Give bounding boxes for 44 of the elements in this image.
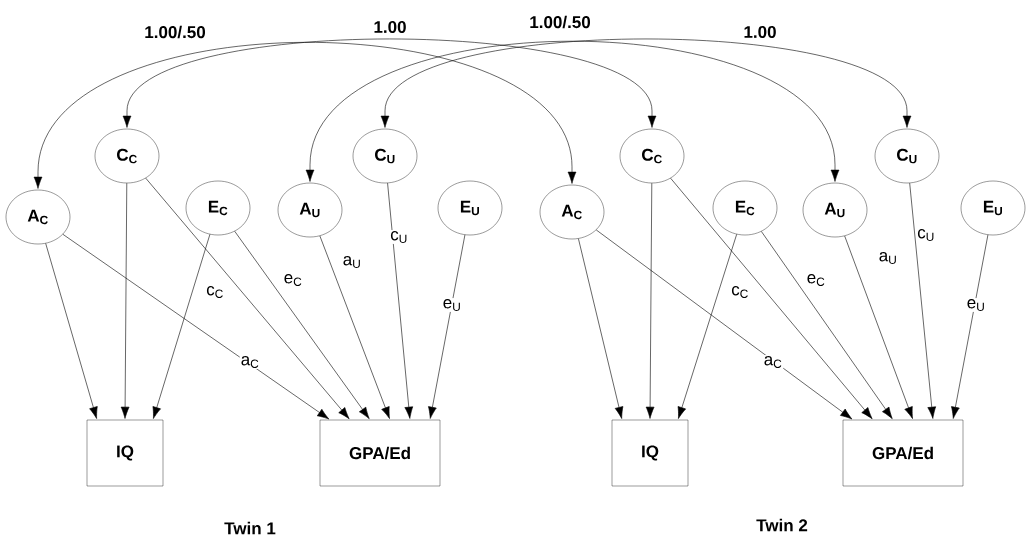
arrow [761, 231, 893, 419]
arrow [578, 238, 624, 419]
edge-label: 1.00/.50 [528, 14, 592, 30]
arrow [428, 234, 466, 419]
variable-box: GPA/Ed [842, 419, 964, 487]
edge-label: e$_{U}$ [965, 298, 987, 312]
arrow [670, 177, 873, 420]
arrow [677, 234, 737, 419]
arrow [645, 182, 655, 419]
arrow [909, 182, 937, 419]
edge-label: c$_{C}$ [205, 285, 225, 299]
edge-label: a$_{C}$ [239, 355, 261, 369]
edge-label: c$_{U}$ [389, 230, 409, 244]
double-arrow [305, 40, 840, 182]
arrow [152, 234, 211, 419]
edge-label: e$_{U}$ [441, 298, 463, 312]
edge-label: 1.00 [372, 20, 408, 34]
arrow [844, 235, 913, 419]
twin-label: Twin 2 [756, 518, 808, 532]
variable-box: GPA/Ed [319, 419, 441, 487]
variable-box: IQ [611, 419, 689, 487]
twin-label: Twin 1 [224, 521, 276, 535]
edge-label: a$_{U}$ [877, 251, 899, 265]
arrow [595, 229, 853, 420]
edge-label: c$_{C}$ [730, 285, 750, 299]
edge-label: e$_{C}$ [805, 273, 827, 287]
edge-label: 1.00/.50 [143, 24, 207, 40]
arrow [45, 243, 98, 419]
edge-label: a$_{U}$ [341, 255, 363, 269]
edge-label: e$_{C}$ [282, 273, 304, 287]
double-arrow [122, 38, 657, 128]
arrow [62, 234, 330, 420]
arrow [145, 177, 350, 420]
edge-label: c$_{U}$ [916, 228, 936, 242]
double-arrow [33, 42, 577, 189]
arrow [120, 182, 130, 419]
arrow [319, 235, 390, 419]
arrow [951, 234, 989, 419]
arrow [387, 182, 414, 419]
edge-label: a$_{C}$ [762, 355, 784, 369]
edge-label: 1.00 [742, 25, 778, 39]
double-arrow [380, 38, 912, 128]
arrow [234, 230, 370, 420]
variable-box: IQ [86, 419, 164, 487]
